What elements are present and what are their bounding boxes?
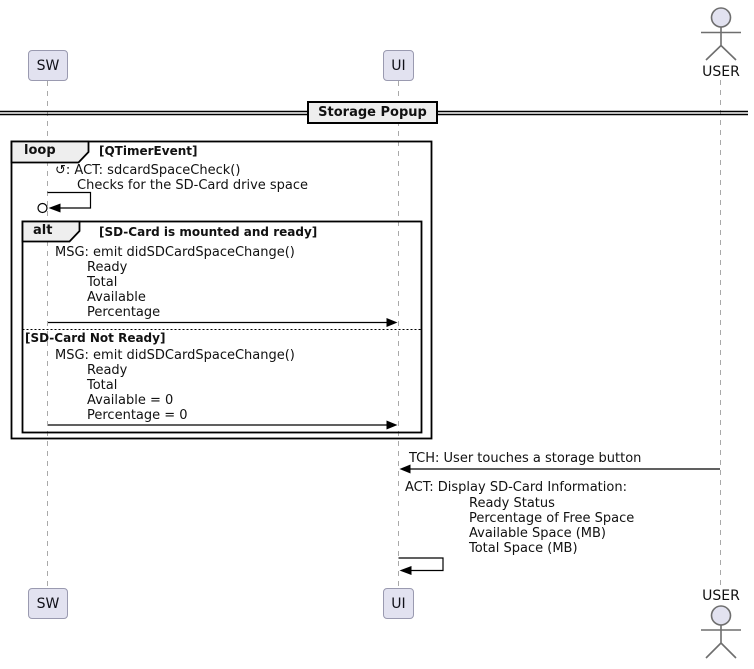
message-emit-ready-line3: Total <box>87 275 118 290</box>
participant-ui-label: UI <box>391 595 406 612</box>
loop-operator-label: loop <box>24 143 56 158</box>
loop-guard: [QTimerEvent] <box>99 144 198 158</box>
message-emit-not-ready-line2: Ready <box>87 363 128 378</box>
user-actor-icon <box>701 7 741 61</box>
user-actor-bottom-icon <box>701 605 741 659</box>
participant-sw-bottom: SW <box>28 588 68 619</box>
message-display-line4: Available Space (MB) <box>469 526 607 541</box>
message-space-check-line1: ↺: ACT: sdcardSpaceCheck() <box>55 163 241 178</box>
participant-sw-label: SW <box>36 595 60 612</box>
arrowhead-emit-not-ready <box>386 420 398 430</box>
alt-guard-else: [SD-Card Not Ready] <box>25 331 166 345</box>
message-display-line3: Percentage of Free Space <box>469 511 635 526</box>
loop-operator-pentagon <box>10 140 90 164</box>
message-emit-not-ready-line4: Available = 0 <box>87 393 174 408</box>
message-display-line1: ACT: Display SD-Card Information: <box>405 480 627 495</box>
participant-user-label-top: USER <box>702 64 740 80</box>
alt-operator-label: alt <box>33 223 53 238</box>
participant-ui-label: UI <box>391 57 406 74</box>
divider-title-text: Storage Popup <box>318 105 427 120</box>
message-emit-ready-line1: MSG: emit didSDCardSpaceChange() <box>55 245 295 260</box>
message-emit-ready-line4: Available <box>87 290 146 305</box>
message-space-check-line2: Checks for the SD-Card drive space <box>77 178 309 193</box>
arrowhead-emit-ready <box>386 318 398 327</box>
participant-user-label-bottom: USER <box>702 588 740 604</box>
message-emit-ready-line5: Percentage <box>87 305 161 320</box>
message-emit-not-ready-line3: Total <box>87 378 118 393</box>
alt-guard-then: [SD-Card is mounted and ready] <box>99 225 318 239</box>
arrowhead-sdcard-check <box>48 203 61 213</box>
circle-endpoint-icon <box>37 202 48 214</box>
message-display-line2: Ready Status <box>469 496 555 511</box>
arrowhead-touch <box>399 464 411 474</box>
participant-sw-label: SW <box>36 57 60 74</box>
participant-ui-top: UI <box>383 50 414 81</box>
message-emit-not-ready-line1: MSG: emit didSDCardSpaceChange() <box>55 348 295 363</box>
participant-sw-top: SW <box>28 50 68 81</box>
message-emit-ready-line2: Ready <box>87 260 128 275</box>
arrowhead-display <box>399 566 412 575</box>
message-display-line5: Total Space (MB) <box>469 541 578 556</box>
self-arrow-display <box>398 557 444 572</box>
message-touch-line1: TCH: User touches a storage button <box>409 451 642 466</box>
self-arrow-sdcard-check <box>47 191 92 209</box>
participant-ui-bottom: UI <box>383 588 414 619</box>
alt-operator-pentagon <box>21 220 81 243</box>
divider-title: Storage Popup <box>307 101 438 124</box>
alt-fragment-border <box>21 220 423 434</box>
loop-fragment-border <box>10 140 433 440</box>
message-emit-not-ready-line5: Percentage = 0 <box>87 408 188 423</box>
